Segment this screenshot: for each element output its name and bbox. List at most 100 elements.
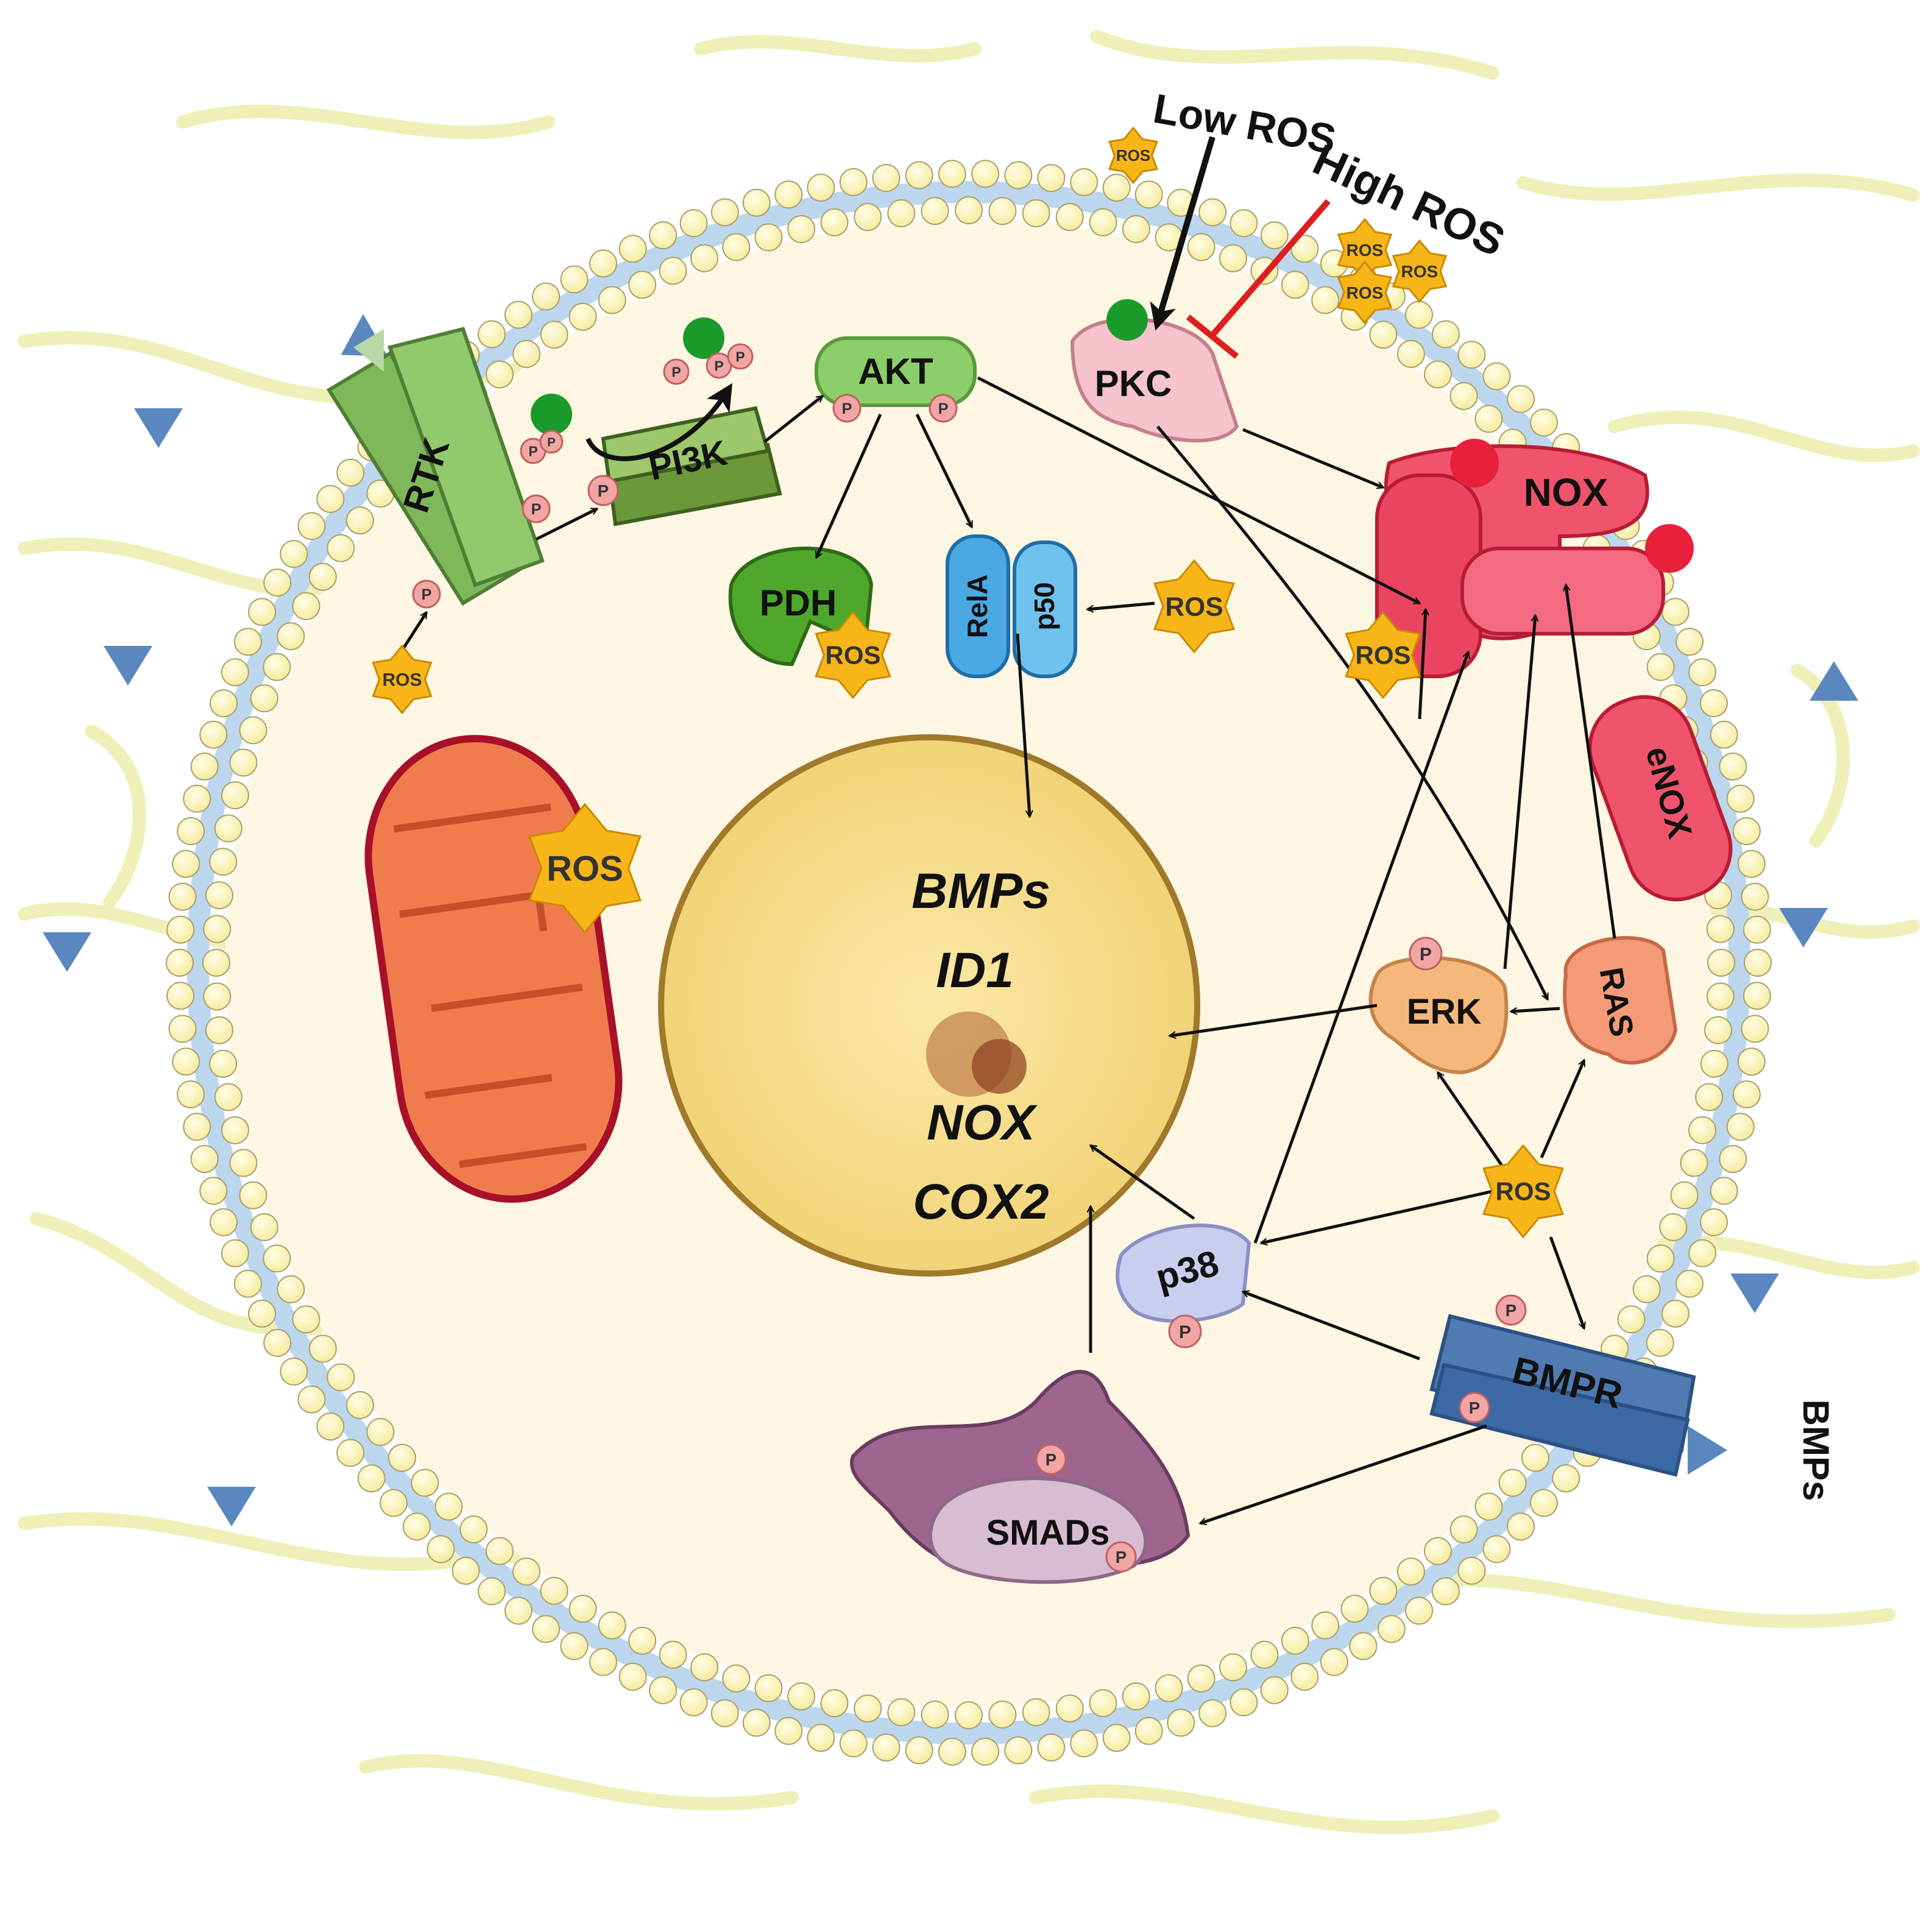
- lipid-bead: [1741, 1015, 1769, 1043]
- ros-star: [815, 611, 891, 700]
- ros-star: [1482, 1144, 1565, 1239]
- lipid-bead: [166, 982, 195, 1010]
- lipid-bead: [1089, 1689, 1117, 1718]
- lipid-bead: [1022, 1698, 1050, 1727]
- lipid-bead: [1661, 1299, 1690, 1328]
- lipid-bead: [1102, 1724, 1131, 1752]
- ros-label: ROS: [1165, 592, 1223, 622]
- lipid-bead: [1474, 1492, 1503, 1521]
- lipid-bead: [451, 1556, 480, 1585]
- lipid-bead: [221, 1116, 249, 1144]
- lipid-bead: [1377, 1615, 1406, 1643]
- ros-star: [528, 802, 642, 934]
- phosphate-label: P: [1506, 1301, 1516, 1320]
- phosphate-group: [539, 430, 564, 454]
- lipid-bead: [239, 716, 267, 745]
- lipid-bead: [1320, 1648, 1348, 1676]
- lipid-bead: [1737, 849, 1766, 878]
- lipid-bead: [618, 235, 647, 263]
- lipid-bead: [308, 1334, 337, 1363]
- lipid-bead: [742, 188, 771, 217]
- lipid-bead: [1122, 1682, 1150, 1711]
- lipid-bead: [1349, 1632, 1378, 1660]
- phosphate-group: [1459, 1392, 1490, 1423]
- lipid-bead: [512, 339, 541, 368]
- lipid-bead: [1198, 198, 1227, 227]
- lipid-bead: [1507, 384, 1535, 413]
- gene-cox2: COX2: [913, 1174, 1049, 1230]
- ros-label: ROS: [1116, 146, 1150, 165]
- lipid-bead: [1706, 915, 1735, 943]
- lipid-bead: [1659, 1213, 1688, 1241]
- lipid-bead: [478, 1577, 506, 1606]
- lipid-bead: [1680, 1149, 1708, 1177]
- inhibition-bar: [1186, 199, 1331, 359]
- lipid-bead: [199, 1177, 228, 1205]
- lipid-bead: [659, 1640, 687, 1669]
- lipid-bead: [1431, 320, 1460, 349]
- phosphate-label: P: [528, 443, 537, 459]
- lipid-bead: [568, 302, 597, 331]
- ros-label: ROS: [1495, 1177, 1551, 1206]
- lipid-bead: [679, 209, 708, 238]
- lipid-bead: [345, 1391, 374, 1419]
- lipid-bead: [485, 360, 514, 389]
- phosphate-group: [929, 394, 958, 423]
- lipid-bead: [177, 1080, 205, 1108]
- lipid-bead: [366, 1418, 395, 1447]
- lipid-bead: [1707, 949, 1735, 977]
- lipid-bead: [807, 173, 835, 202]
- lipid-bead: [1474, 405, 1503, 433]
- lipid-bead: [807, 1724, 835, 1752]
- phosphate-label: P: [422, 586, 432, 603]
- lipid-bead: [1405, 1596, 1434, 1625]
- ros-label: ROS: [1346, 241, 1384, 260]
- phosphate-label: P: [1420, 944, 1432, 965]
- smads-complex: [850, 1370, 1191, 1584]
- lipid-bead: [190, 1145, 219, 1174]
- lipid-bead: [1726, 1113, 1755, 1141]
- smads-label: SMADs: [986, 1513, 1109, 1553]
- lipid-bead: [1710, 1177, 1738, 1205]
- gene-id1: ID1: [936, 943, 1014, 998]
- lipid-bead: [560, 265, 589, 294]
- pip-molecules: [531, 299, 1148, 435]
- gene-bmps: BMPs: [911, 863, 1050, 919]
- lipid-bead: [1198, 1699, 1227, 1727]
- lipid-bead: [357, 1464, 386, 1493]
- lipid-bead: [205, 881, 233, 910]
- lipid-bead: [1521, 1444, 1550, 1472]
- lipid-bead: [1646, 1244, 1675, 1273]
- bmp-ligand-triangle: [1779, 908, 1828, 948]
- bmp-ligands: [43, 314, 1858, 1526]
- lipid-bead: [1187, 1664, 1215, 1693]
- lipid-bead: [1719, 1145, 1747, 1174]
- lipid-bead: [1260, 221, 1289, 250]
- lipid-bead: [1122, 214, 1150, 243]
- bmp-ligand-triangle: [43, 932, 91, 972]
- lipid-bead: [166, 949, 194, 977]
- membrane-lipid-beads: [166, 160, 1772, 1766]
- lipid-bead: [166, 915, 195, 944]
- lipid-bead: [628, 1626, 657, 1655]
- phosphate-group: [832, 394, 862, 423]
- lipid-bead: [1457, 1556, 1486, 1585]
- p38-kinase: [1116, 1224, 1251, 1323]
- lipid-bead: [540, 321, 568, 349]
- lipid-bead: [1675, 628, 1704, 656]
- lipid-bead: [560, 1632, 589, 1660]
- lipid-bead: [649, 221, 678, 250]
- phosphate-label: P: [671, 364, 681, 380]
- lipid-bead: [183, 784, 211, 813]
- lipid-bead: [754, 223, 783, 252]
- erk-kinase: [1368, 956, 1509, 1075]
- lipid-bead: [1405, 300, 1434, 329]
- lipid-bead: [1737, 1047, 1766, 1076]
- lipid-bead: [820, 208, 849, 236]
- bmpr-receptor: [1429, 1314, 1696, 1477]
- phosphate-label: P: [714, 358, 723, 374]
- lipid-bead: [568, 1595, 597, 1623]
- lipid-bead: [221, 781, 249, 810]
